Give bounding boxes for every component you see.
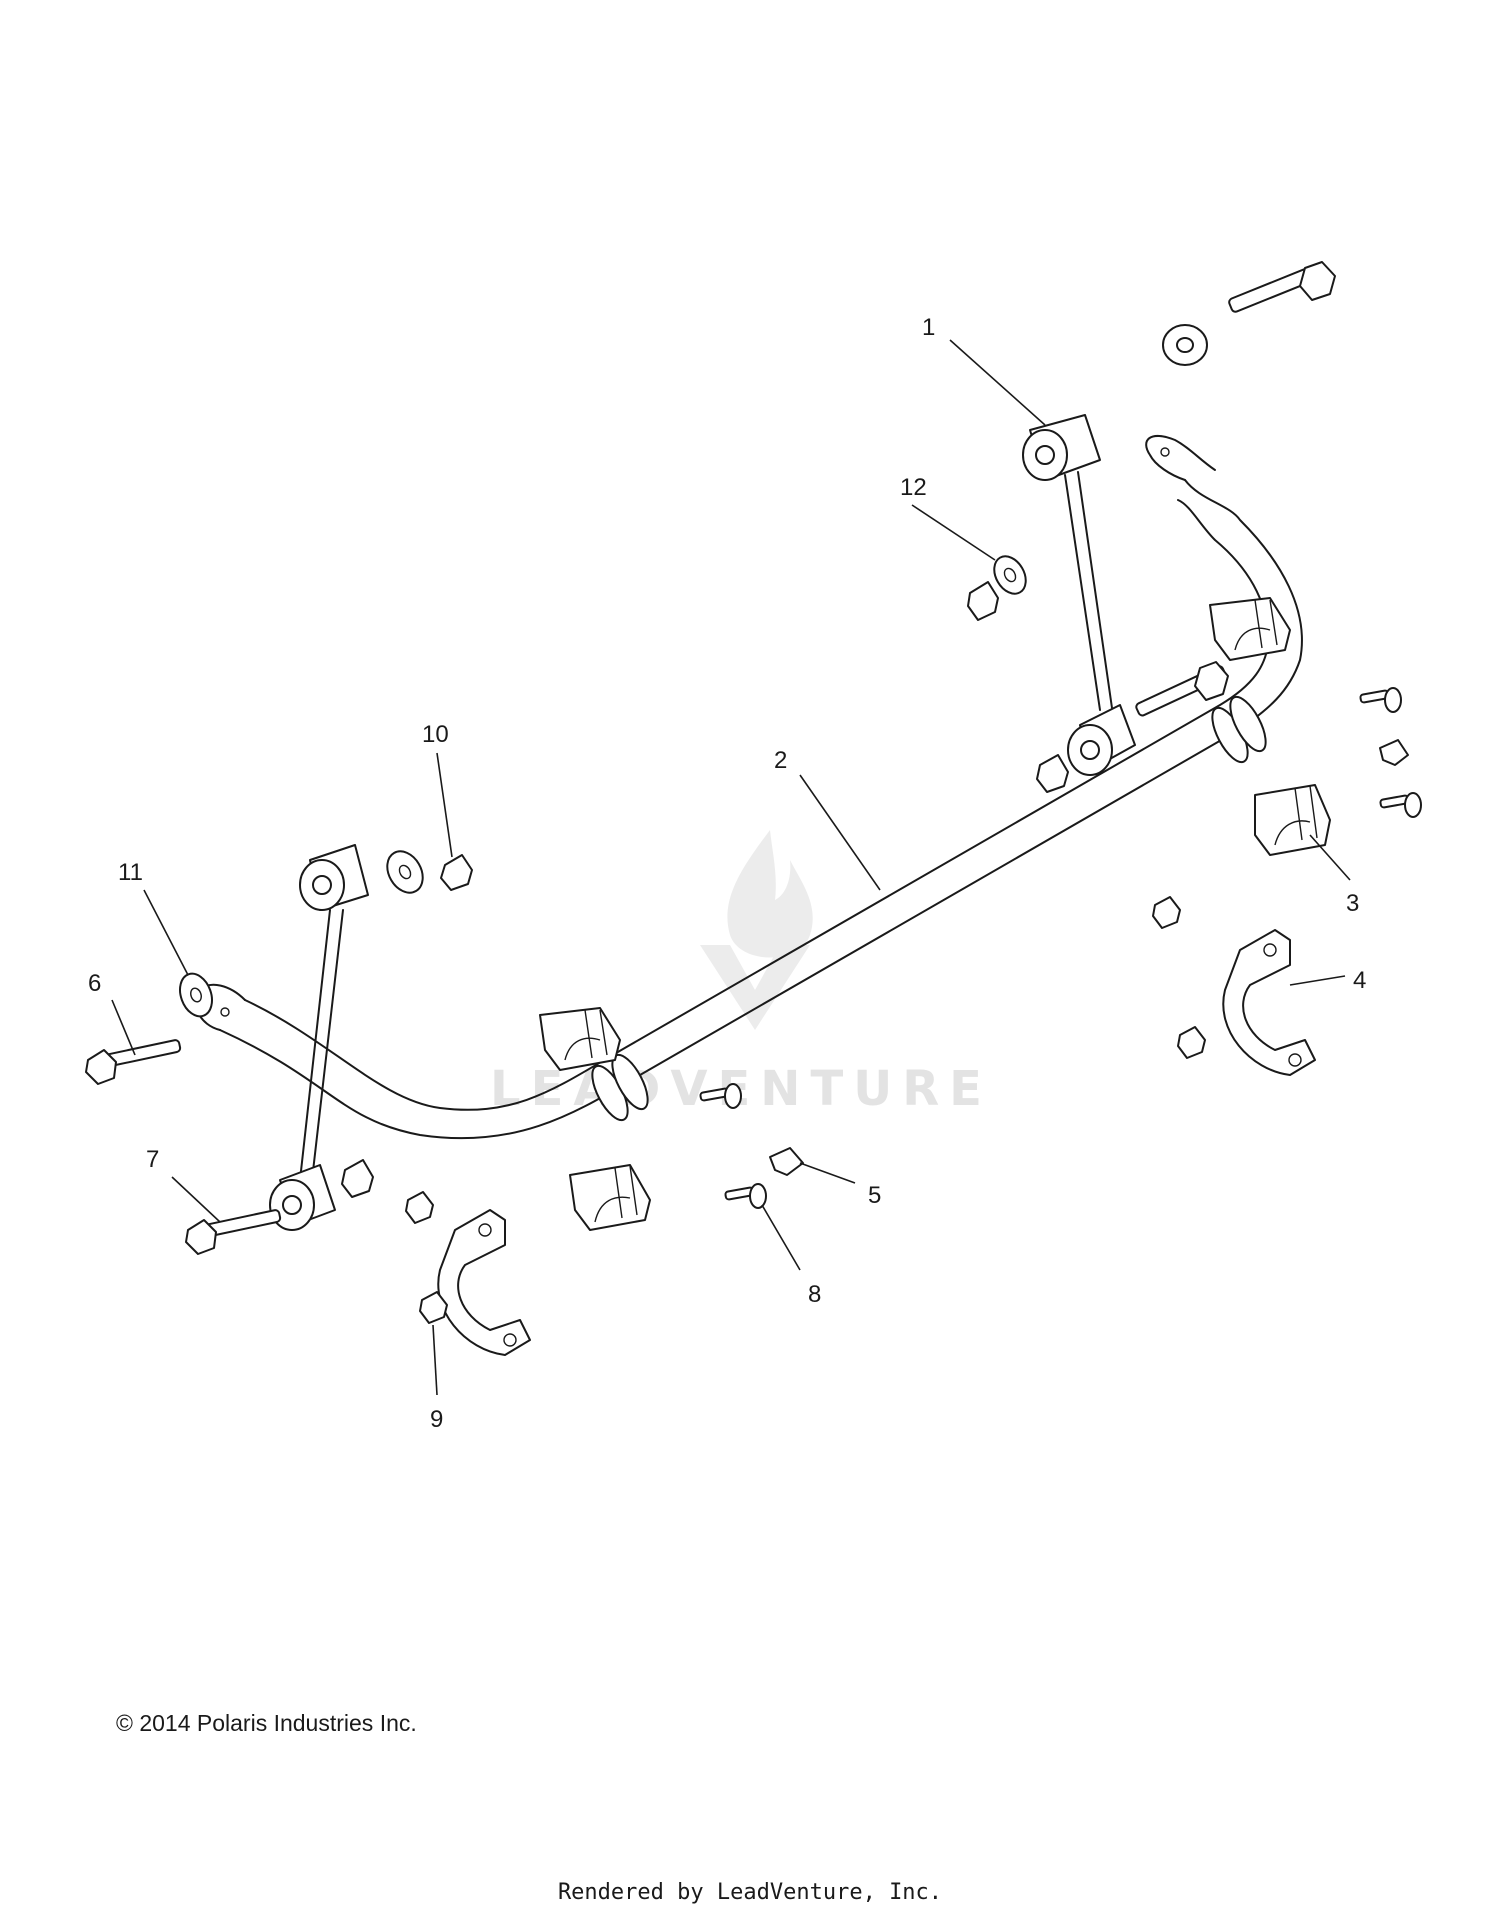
bushing-right-upper — [1209, 597, 1291, 661]
bolt-6 — [85, 1039, 182, 1085]
grease-fitting-right — [1379, 739, 1409, 766]
callout-number: 1 — [922, 314, 935, 341]
callout-numbers: 1 2 3 4 5 6 7 8 9 10 11 12 — [88, 314, 1366, 1433]
nut-right-clamp-lower — [1177, 1026, 1206, 1059]
callout-number: 6 — [88, 970, 101, 997]
washer-12 — [967, 555, 1027, 621]
washer-11 — [179, 972, 213, 1018]
callout-number: 4 — [1353, 967, 1366, 994]
callout-number: 2 — [774, 747, 787, 774]
grease-fitting-center — [769, 1147, 804, 1176]
rivet-right-lower — [1379, 792, 1422, 818]
nut-left-clamp-lower — [419, 1291, 448, 1324]
top-bolt — [1162, 261, 1336, 366]
callout-number: 12 — [900, 474, 927, 501]
nut-right-clamp-upper — [1152, 896, 1181, 929]
watermark-flame-icon — [727, 830, 813, 958]
mid-right-bolt — [1135, 661, 1229, 717]
rivet-center-upper — [699, 1083, 742, 1109]
callout-leaders — [111, 339, 1351, 1396]
watermark-v-icon — [700, 945, 810, 1030]
clamp-left — [437, 1209, 531, 1356]
callout-number: 5 — [868, 1182, 881, 1209]
bolt-7 — [185, 1209, 282, 1255]
copyright-text: © 2014 Polaris Industries Inc. — [116, 1710, 417, 1736]
rivet-center-lower — [724, 1183, 767, 1209]
callout-number: 3 — [1346, 890, 1359, 917]
callout-number: 7 — [146, 1146, 159, 1173]
left-link-assembly — [269, 844, 369, 1231]
bushing-left-upper — [539, 1007, 621, 1071]
nut-right-lower — [1036, 754, 1069, 793]
nut-left-lower — [341, 1159, 374, 1198]
washer-10-pair — [386, 850, 473, 894]
callout-number: 11 — [118, 859, 143, 886]
nut-left-clamp-upper — [405, 1191, 434, 1224]
callout-number: 10 — [422, 721, 449, 748]
clamp-right — [1222, 929, 1316, 1076]
watermark: LEADVENTURE — [490, 830, 982, 1117]
right-link-assembly — [1022, 414, 1136, 776]
stabilizer-bar — [195, 435, 1303, 1140]
rendered-by-text: Rendered by LeadVenture, Inc. — [557, 1880, 943, 1905]
callout-number: 9 — [430, 1406, 443, 1433]
rivet-right-upper — [1359, 687, 1402, 713]
bushing-left-lower — [569, 1164, 651, 1231]
callout-number: 8 — [808, 1281, 821, 1308]
